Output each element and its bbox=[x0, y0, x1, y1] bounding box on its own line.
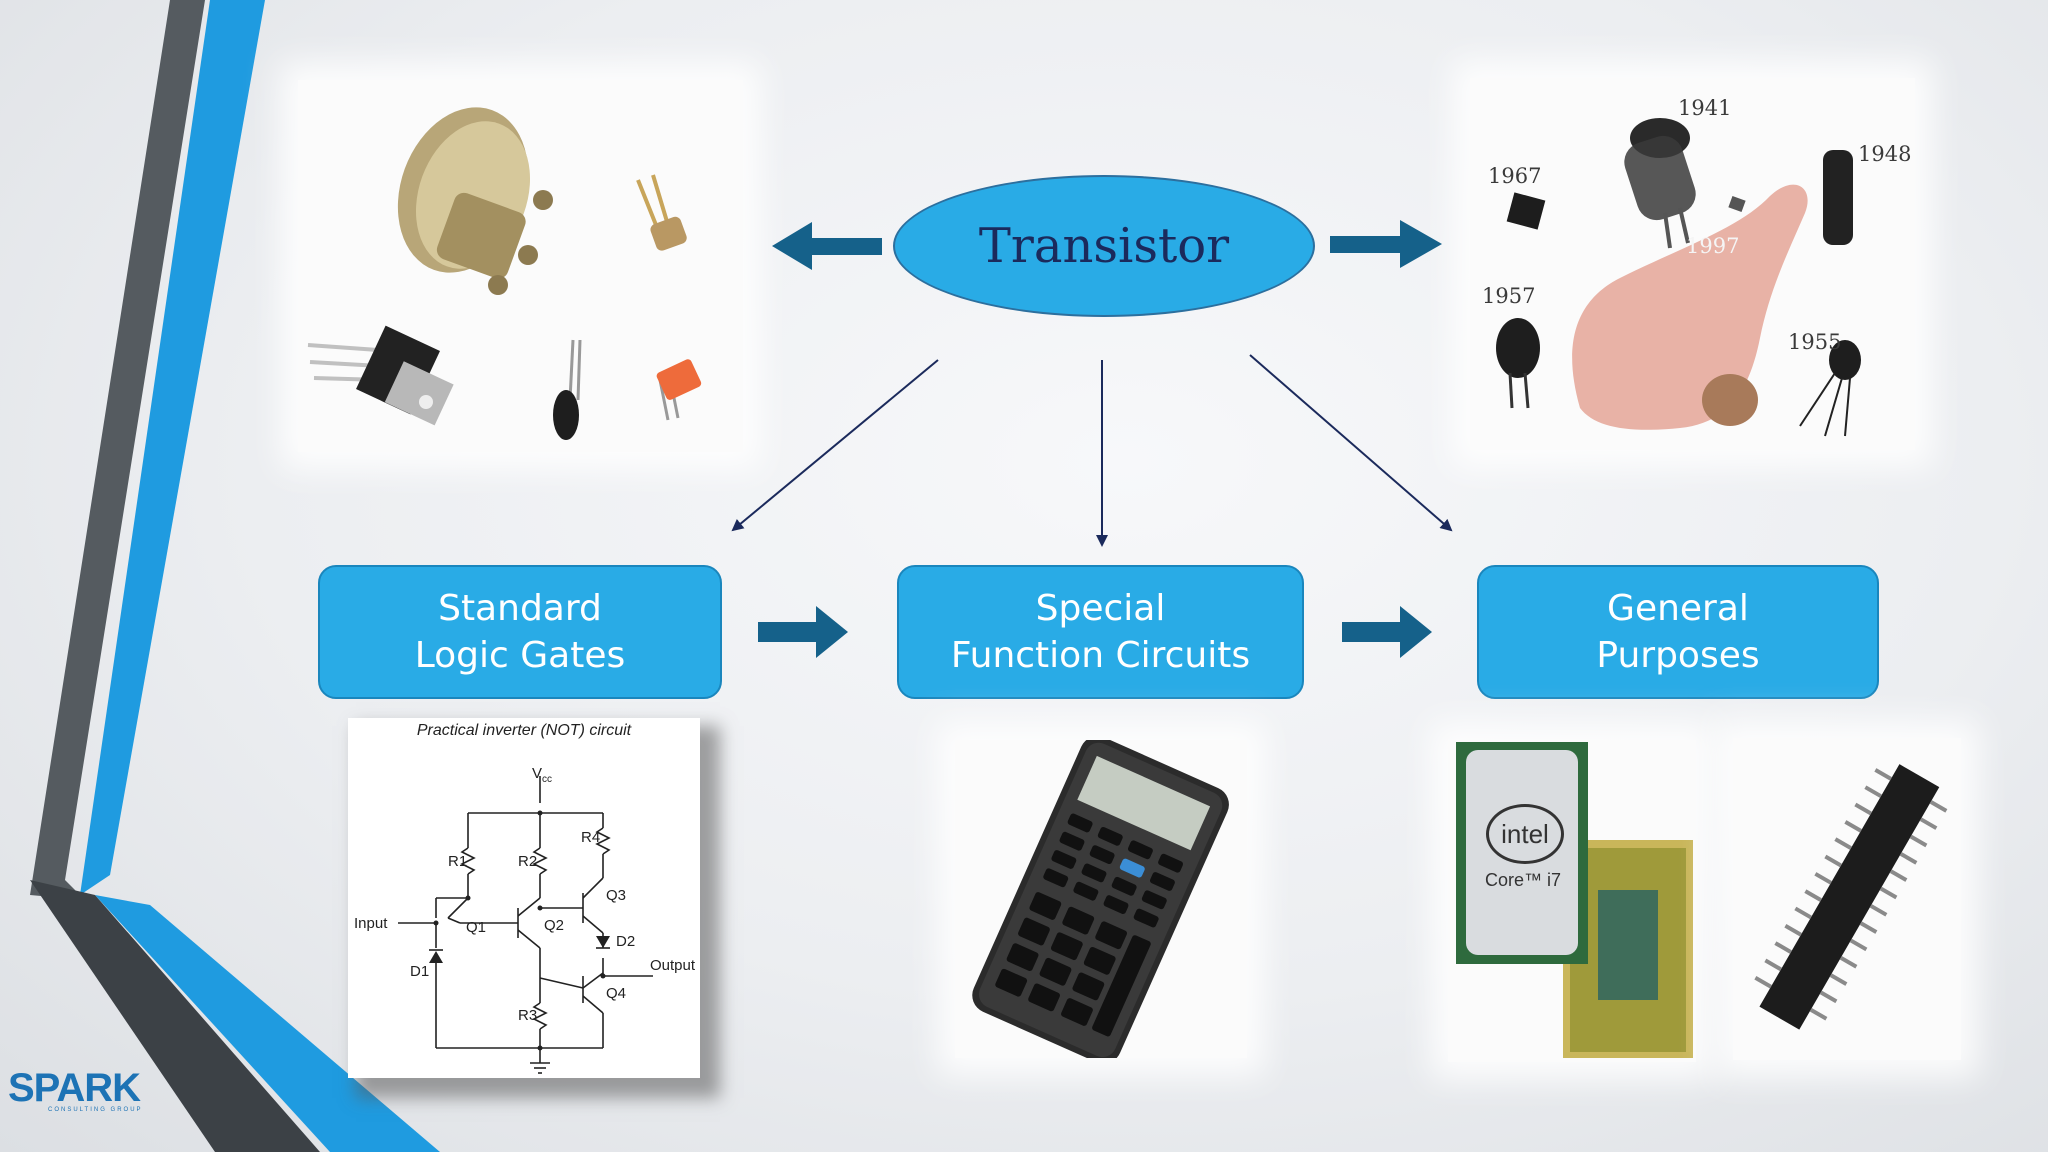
svg-text:Q2: Q2 bbox=[544, 917, 564, 934]
svg-text:R1: R1 bbox=[448, 853, 467, 870]
year-label: 1941 bbox=[1678, 96, 1732, 120]
svg-text:R2: R2 bbox=[518, 853, 537, 870]
box-line: Purposes bbox=[1596, 635, 1760, 676]
box-line: Logic Gates bbox=[414, 635, 626, 676]
year-label: 1997 bbox=[1686, 234, 1740, 258]
intel-cpu-image: intel Core™ i7 bbox=[1448, 740, 1696, 1062]
spark-logo: SPARK CONSULTING GROUP bbox=[8, 1066, 178, 1126]
svg-text:Q4: Q4 bbox=[606, 985, 626, 1002]
box-line: Special bbox=[1035, 588, 1166, 629]
year-label: 1955 bbox=[1788, 330, 1842, 354]
connector-line bbox=[1249, 354, 1453, 532]
circuit-title: Practical inverter (NOT) circuit bbox=[416, 722, 632, 739]
svg-text:Q1: Q1 bbox=[466, 919, 486, 936]
arrow-right-icon bbox=[1342, 606, 1432, 658]
calculator-image bbox=[955, 736, 1247, 1064]
intel-logo: intel bbox=[1486, 804, 1564, 864]
left-decoration bbox=[30, 0, 440, 1152]
svg-text:D2: D2 bbox=[616, 933, 635, 950]
box-line: Standard bbox=[438, 588, 602, 629]
year-label: 1948 bbox=[1858, 142, 1912, 166]
arrow-right-icon bbox=[758, 606, 848, 658]
svg-text:D1: D1 bbox=[410, 963, 429, 980]
special-function-circuits-box: Special Function Circuits bbox=[897, 565, 1304, 699]
transistor-types-photo bbox=[298, 80, 743, 452]
transistor-history-photo: 1941 1948 1967 1997 1957 1955 bbox=[1470, 78, 1915, 450]
box-line: General bbox=[1607, 588, 1749, 629]
arrow-left-icon bbox=[772, 222, 882, 270]
arrow-right-icon bbox=[1330, 220, 1442, 268]
svg-text:R3: R3 bbox=[518, 1007, 537, 1024]
dip-ic-image bbox=[1733, 738, 1961, 1060]
box-line: Function Circuits bbox=[950, 635, 1251, 676]
svg-text:Input: Input bbox=[354, 915, 388, 932]
year-label: 1957 bbox=[1482, 284, 1536, 308]
general-purposes-box: General Purposes bbox=[1477, 565, 1879, 699]
intel-model: Core™ i7 bbox=[1484, 870, 1562, 890]
intel-brand: intel bbox=[1501, 818, 1549, 849]
svg-text:Vcc: Vcc bbox=[532, 765, 552, 785]
svg-text:Output: Output bbox=[650, 957, 696, 974]
logo-tagline: CONSULTING GROUP bbox=[48, 1107, 143, 1113]
year-label: 1967 bbox=[1488, 164, 1542, 188]
standard-logic-gates-box: Standard Logic Gates bbox=[318, 565, 722, 699]
inverter-circuit-image: Practical inverter (NOT) circuit bbox=[348, 718, 700, 1078]
transistor-title: Transistor bbox=[978, 218, 1230, 274]
svg-text:R4: R4 bbox=[581, 829, 600, 846]
svg-text:Q3: Q3 bbox=[606, 887, 626, 904]
connector-line bbox=[731, 359, 939, 532]
logo-text: SPARK bbox=[8, 1066, 141, 1110]
transistor-node: Transistor bbox=[893, 175, 1315, 317]
